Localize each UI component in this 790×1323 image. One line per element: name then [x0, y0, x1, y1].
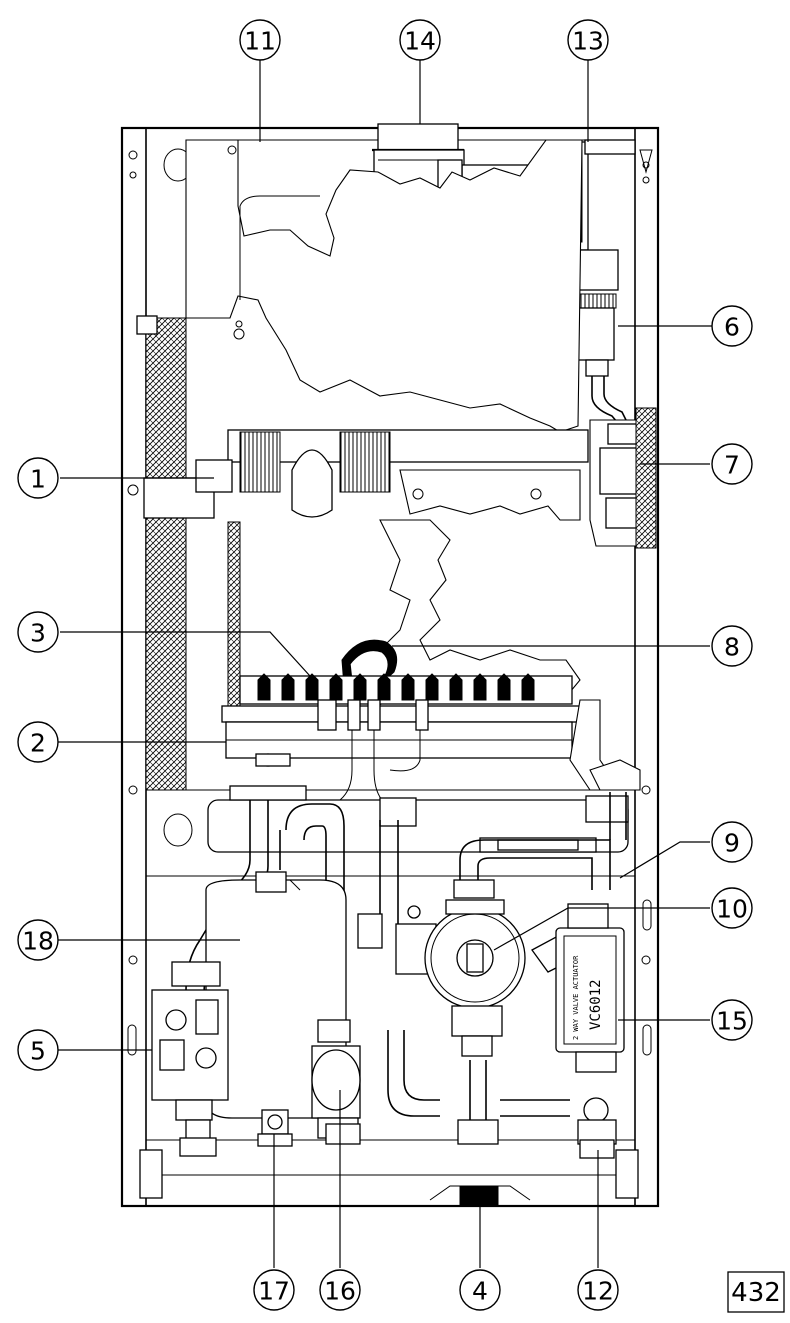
- callout-label: 3: [30, 619, 46, 648]
- callout-label: 14: [404, 27, 436, 56]
- callout-13: 13: [567, 19, 609, 61]
- callout-label: 11: [244, 27, 276, 56]
- callout-3: 3: [17, 611, 59, 653]
- callout-label: 1: [30, 465, 46, 494]
- callout-label: 4: [472, 1277, 488, 1306]
- callout-15: 15: [711, 999, 753, 1041]
- callout-label: 9: [724, 829, 740, 858]
- diverter-valve: [311, 1019, 361, 1139]
- pipework: [185, 792, 627, 1140]
- callout-label: 7: [724, 451, 740, 480]
- leader-lines: [58, 60, 712, 1268]
- flow-pipe-fitting: [599, 407, 657, 549]
- callout-10: 10: [711, 887, 753, 929]
- sump-area: [207, 785, 629, 853]
- burner-jets: [257, 673, 535, 701]
- callout-label: 5: [30, 1037, 46, 1066]
- callout-label: 16: [324, 1277, 356, 1306]
- figure-reference: 432: [731, 1278, 781, 1308]
- callout-12: 12: [577, 1269, 619, 1311]
- callout-label: 8: [724, 633, 740, 662]
- bottom-connections: [139, 1109, 639, 1207]
- callout-2: 2: [17, 721, 59, 763]
- callout-18: 18: [17, 919, 59, 961]
- callout-16: 16: [319, 1269, 361, 1311]
- callout-6: 6: [711, 305, 753, 347]
- callout-14: 14: [399, 19, 441, 61]
- callout-4: 4: [459, 1269, 501, 1311]
- burner: [221, 673, 593, 801]
- callout-label: 13: [572, 27, 604, 56]
- callout-label: 17: [258, 1277, 290, 1306]
- pump: [357, 879, 569, 1057]
- callout-label: 18: [22, 927, 54, 956]
- flue-outlet: [372, 123, 464, 152]
- callout-label: 10: [716, 895, 748, 924]
- valve-actuator: VC6012 2 WAY VALVE ACTUATOR: [555, 903, 625, 1145]
- callout-11: 11: [239, 19, 281, 61]
- gas-valve: [151, 961, 229, 1141]
- callout-8: 8: [711, 625, 753, 667]
- valve-small-text: 2 WAY VALVE ACTUATOR: [572, 955, 580, 1040]
- callout-17: 17: [253, 1269, 295, 1311]
- callout-5: 5: [17, 1029, 59, 1071]
- panel-tear-bottom: [569, 699, 641, 791]
- callout-7: 7: [711, 443, 753, 485]
- callout-label: 6: [724, 313, 740, 342]
- callout-9: 9: [711, 821, 753, 863]
- expansion-vessel: [205, 871, 347, 1119]
- callout-label: 2: [30, 729, 46, 758]
- valve-marking: VC6012: [588, 979, 604, 1030]
- combustion-chamber-panel: [185, 139, 583, 433]
- callout-1: 1: [17, 457, 59, 499]
- figure-reference-box: 432: [727, 1271, 785, 1313]
- callout-label: 12: [582, 1277, 614, 1306]
- callout-label: 15: [716, 1007, 748, 1036]
